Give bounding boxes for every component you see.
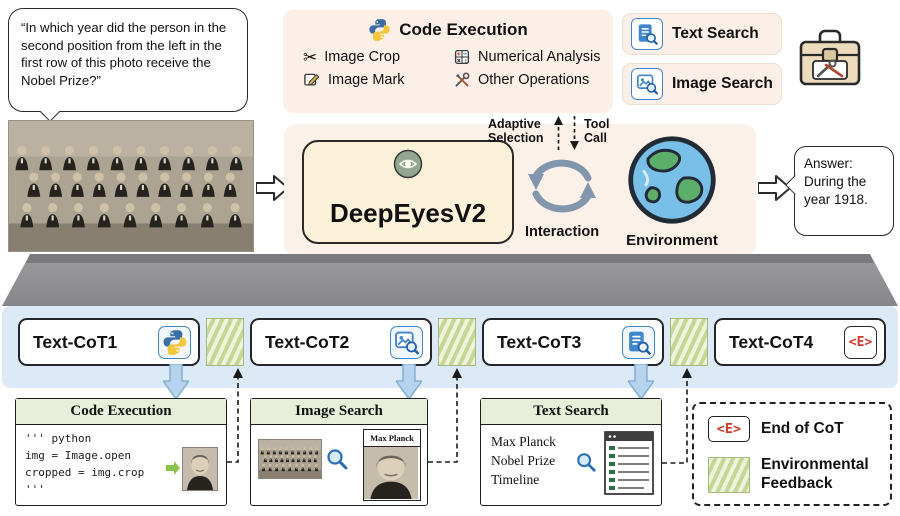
- interaction-cycle-icon: [520, 150, 604, 227]
- python-icon: [158, 325, 191, 359]
- tool-call-label: Tool Call: [584, 117, 610, 146]
- result-person-name: Max Planck: [364, 430, 420, 447]
- tool-item-label: Image Crop: [324, 49, 401, 65]
- image-search-panel-title: Image Search: [251, 399, 427, 425]
- environmental-feedback-swatch: [708, 456, 750, 493]
- environmental-feedback-block-2: [438, 318, 476, 366]
- input-group-photo: [8, 120, 254, 252]
- tool-item-image-mark: Image Mark: [303, 71, 453, 89]
- text-search-icon: [631, 18, 663, 50]
- code-execution-panel: Code Execution ''' python img = Image.op…: [15, 398, 227, 506]
- text-search-icon: [622, 325, 655, 359]
- tool-item-image-crop: ✂ Image Crop: [303, 48, 453, 66]
- deepeyes-model-box: DeepEyesV2: [302, 140, 514, 244]
- adaptive-selection-label: Adaptive Selection: [488, 117, 544, 146]
- code-block: ''' python img = Image.open cropped = im…: [25, 430, 144, 498]
- cot-step-label: Text-CoT2: [265, 331, 350, 352]
- cropped-face-image: [182, 447, 218, 491]
- legend-box: <E> End of CoT Environmental Feedback: [692, 402, 892, 506]
- text-search-panel-title: Text Search: [481, 399, 661, 425]
- search-results-document-icon: [604, 431, 654, 495]
- tool-item-label: Image Mark: [328, 72, 405, 88]
- code-line: img = Image.open: [25, 449, 131, 463]
- code-execution-panel-title: Code Execution: [16, 399, 226, 425]
- code-line: ''': [25, 483, 45, 497]
- model-eye-badge-icon: [393, 149, 423, 179]
- cot-step-3: Text-CoT3: [482, 318, 664, 366]
- environmental-feedback-block-1: [206, 318, 244, 366]
- scissors-icon: ✂: [303, 47, 318, 67]
- text-search-tool: Text Search: [622, 13, 782, 55]
- text-search-label: Text Search: [672, 25, 759, 42]
- environmental-feedback-block-3: [670, 318, 708, 366]
- crop-result-arrow-icon: [166, 461, 181, 475]
- tool-call-arrow-icon: [569, 114, 580, 157]
- image-search-icon: [390, 325, 423, 359]
- legend-environmental-feedback: Environmental Feedback: [708, 456, 889, 493]
- end-of-cot-icon: <E>: [844, 325, 877, 359]
- output-arrow-icon: [758, 174, 792, 207]
- marker-pen-icon: [303, 71, 321, 89]
- legend-end-of-cot: <E> End of CoT: [708, 416, 844, 442]
- cot-step-label: Text-CoT4: [729, 331, 814, 352]
- end-of-cot-label: End of CoT: [761, 420, 844, 437]
- cot-step-1: Text-CoT1: [18, 318, 200, 366]
- code-line: ''' python: [25, 432, 92, 445]
- image-search-icon: [631, 68, 663, 100]
- cot-step-2: Text-CoT2: [250, 318, 432, 366]
- cot-step-label: Text-CoT1: [33, 331, 118, 352]
- text-search-panel: Text Search Max Planck Nobel Prize Timel…: [480, 398, 662, 506]
- model-name: DeepEyesV2: [329, 198, 487, 228]
- search-query-text: Max Planck Nobel Prize Timeline: [491, 432, 556, 489]
- image-search-panel: Image Search Max Planck: [250, 398, 428, 506]
- cot-step-label: Text-CoT3: [497, 331, 582, 352]
- end-of-cot-icon: <E>: [708, 416, 750, 442]
- tool-item-label: Other Operations: [478, 72, 590, 88]
- search-result-card: Max Planck: [363, 429, 421, 501]
- magnifier-icon: [325, 447, 349, 471]
- query-line: Timeline: [491, 472, 540, 488]
- cot-step-4: Text-CoT4 <E>: [714, 318, 886, 366]
- toolbox-icon: [796, 18, 864, 95]
- environment-globe-icon: [624, 132, 720, 233]
- crossed-tools-icon: [453, 71, 471, 89]
- answer-text: Answer: During the year 1918.: [804, 156, 868, 208]
- tool-item-numerical-analysis: Numerical Analysis: [453, 48, 617, 66]
- result-portrait: [364, 447, 418, 499]
- code-execution-tool-panel: Code Execution ✂ Image Crop Numerical An…: [283, 10, 613, 113]
- question-bubble: “In which year did the person in the sec…: [8, 8, 248, 122]
- image-search-tool: Image Search: [622, 63, 782, 105]
- calculator-icon: [453, 48, 471, 66]
- tool-item-label: Numerical Analysis: [478, 49, 601, 65]
- answer-bubble: Answer: During the year 1918.: [784, 146, 894, 236]
- question-bubble-tail: [40, 101, 60, 122]
- tool-item-other-operations: Other Operations: [453, 71, 617, 89]
- question-text: “In which year did the person in the sec…: [21, 20, 227, 89]
- code-execution-title: Code Execution: [399, 19, 528, 39]
- adaptive-selection-arrow-icon: [553, 114, 564, 157]
- interaction-label: Interaction: [524, 224, 600, 240]
- tool-items-grid: ✂ Image Crop Numerical Analysis Image Ma…: [303, 48, 613, 89]
- query-photo-thumbnail: [258, 439, 322, 479]
- query-line: Nobel Prize: [491, 453, 556, 469]
- magnifier-icon: [575, 451, 597, 473]
- image-search-label: Image Search: [672, 75, 773, 92]
- zoom-trapezoid: [0, 252, 900, 313]
- environmental-feedback-label: Environmental Feedback: [761, 456, 869, 492]
- code-line: cropped = img.crop: [25, 466, 145, 480]
- python-icon: [368, 18, 391, 41]
- query-line: Max Planck: [491, 434, 556, 449]
- environment-label: Environment: [626, 232, 718, 249]
- code-execution-header: Code Execution: [283, 10, 613, 41]
